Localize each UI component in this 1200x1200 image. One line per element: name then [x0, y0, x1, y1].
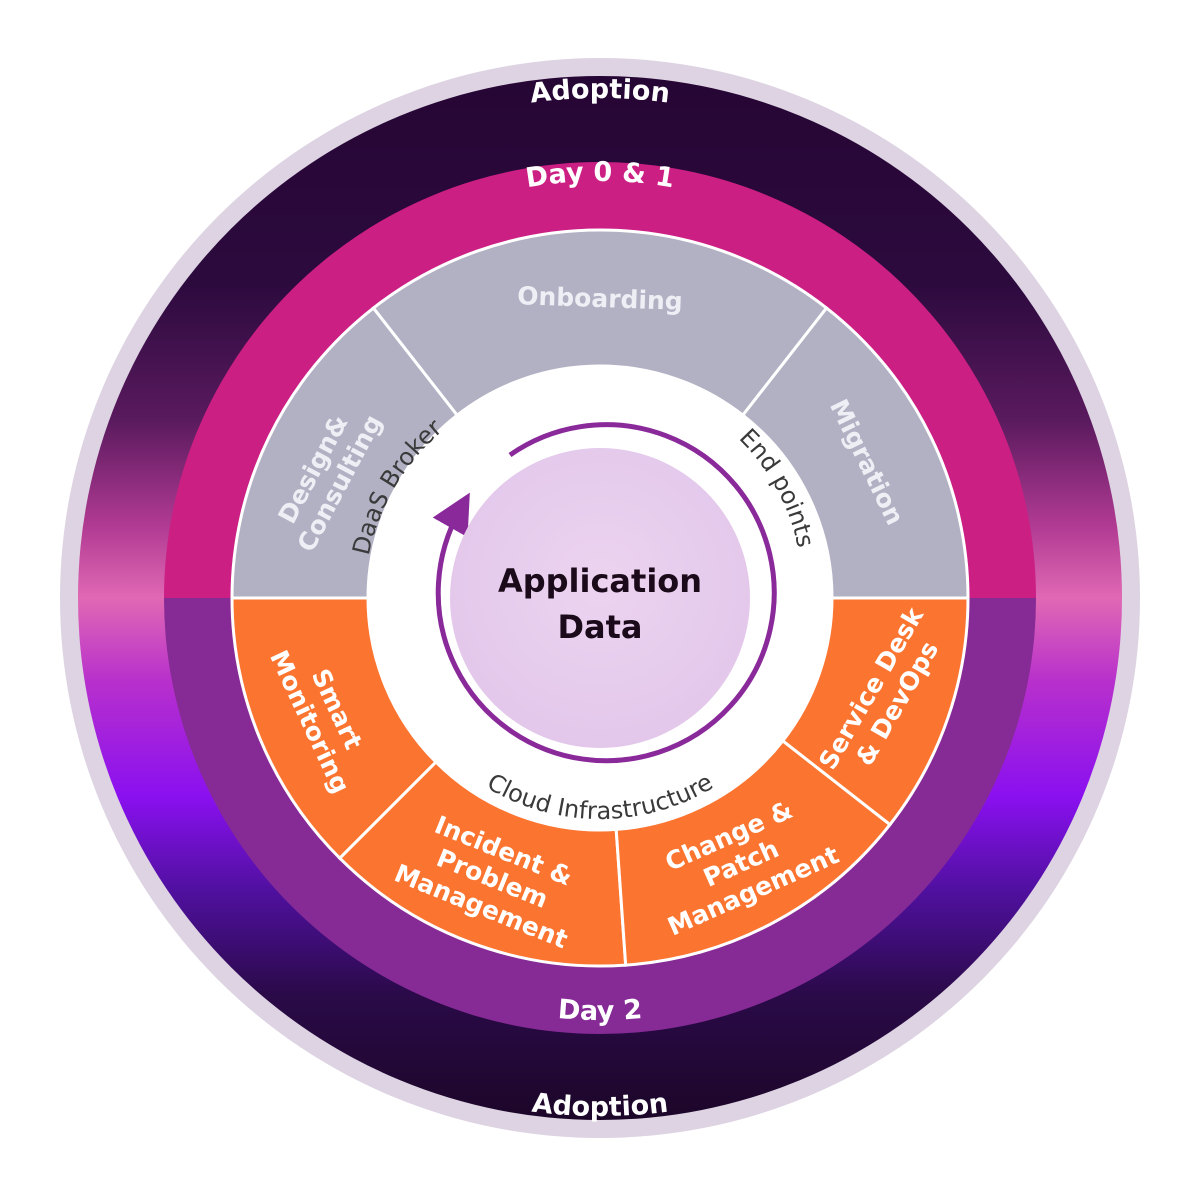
service-segments: Design&ConsultingOnboardingMigrationSmar…	[230, 228, 970, 968]
center-circle	[450, 448, 750, 748]
center-title-line2: Data	[557, 608, 642, 646]
svg-text:Day 2: Day 2	[557, 994, 643, 1027]
svg-text:Adoption: Adoption	[530, 1088, 669, 1123]
onboarding-label-line: Onboarding	[517, 281, 683, 316]
svg-text:Adoption: Adoption	[528, 74, 671, 110]
adoption-top-label: Adoption	[528, 74, 671, 110]
cycle-arrow-icon	[432, 422, 777, 764]
day2-label: Day 2	[557, 994, 643, 1027]
onboarding-label: Onboarding	[517, 281, 683, 316]
center-title-line1: Application	[498, 562, 702, 600]
adoption-bottom-label: Adoption	[530, 1088, 669, 1123]
